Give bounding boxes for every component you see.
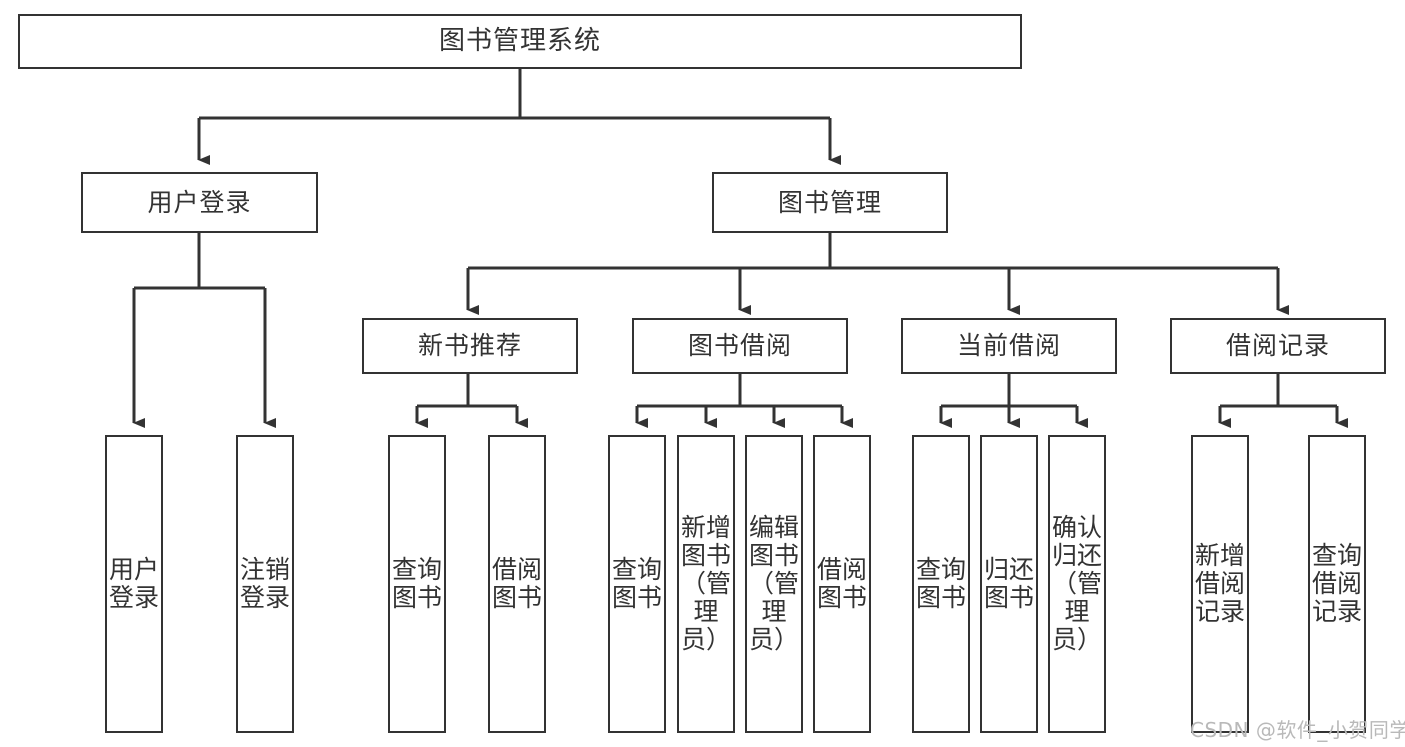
node-label: 查询借阅记录 xyxy=(1311,541,1362,626)
node-label: 当前借阅 xyxy=(956,331,1061,361)
node-user-login[interactable]: 用户登录 xyxy=(81,172,318,233)
node-label: 用户登录 xyxy=(108,555,159,612)
node-book-management[interactable]: 图书管理 xyxy=(712,172,948,233)
node-leaf-confirm-return[interactable]: 确认归还（管理员） xyxy=(1048,435,1106,733)
node-label: 图书管理 xyxy=(777,187,882,217)
node-label: 编辑图书（管理员） xyxy=(748,513,799,654)
node-leaf-borrow-book-1[interactable]: 借阅图书 xyxy=(488,435,546,733)
node-label: 借阅图书 xyxy=(491,555,542,612)
node-label: 用户登录 xyxy=(147,187,252,217)
node-label: 查询图书 xyxy=(915,555,966,612)
node-borrow-record[interactable]: 借阅记录 xyxy=(1170,318,1386,374)
node-leaf-add-record[interactable]: 新增借阅记录 xyxy=(1191,435,1249,733)
node-leaf-query-book-3[interactable]: 查询图书 xyxy=(912,435,970,733)
node-label: 借阅记录 xyxy=(1225,331,1330,361)
node-label: 查询图书 xyxy=(391,555,442,612)
node-leaf-query-book-2[interactable]: 查询图书 xyxy=(608,435,666,733)
node-label: 新书推荐 xyxy=(417,331,522,361)
node-label: 图书借阅 xyxy=(687,331,792,361)
node-label: 查询图书 xyxy=(611,555,662,612)
node-book-borrow[interactable]: 图书借阅 xyxy=(632,318,848,374)
node-label: 新增借阅记录 xyxy=(1194,541,1245,626)
node-label: 注销登录 xyxy=(239,555,290,612)
node-leaf-user-login[interactable]: 用户登录 xyxy=(105,435,163,733)
node-label: 借阅图书 xyxy=(816,555,867,612)
node-leaf-query-book-1[interactable]: 查询图书 xyxy=(388,435,446,733)
node-leaf-logout[interactable]: 注销登录 xyxy=(236,435,294,733)
node-leaf-add-book[interactable]: 新增图书（管理员） xyxy=(677,435,735,733)
node-root-book-management-system[interactable]: 图书管理系统 xyxy=(18,14,1022,69)
node-label: 新增图书（管理员） xyxy=(680,513,731,654)
node-label: 图书管理系统 xyxy=(438,26,601,57)
node-label: 归还图书 xyxy=(983,555,1034,612)
node-current-borrow[interactable]: 当前借阅 xyxy=(901,318,1117,374)
watermark: CSDN @软件_小贺同学 xyxy=(1190,718,1405,742)
node-leaf-return-book[interactable]: 归还图书 xyxy=(980,435,1038,733)
node-leaf-borrow-book-2[interactable]: 借阅图书 xyxy=(813,435,871,733)
node-label: 确认归还（管理员） xyxy=(1051,513,1102,654)
node-leaf-query-record[interactable]: 查询借阅记录 xyxy=(1308,435,1366,733)
node-leaf-edit-book[interactable]: 编辑图书（管理员） xyxy=(745,435,803,733)
node-new-book-recommend[interactable]: 新书推荐 xyxy=(362,318,578,374)
